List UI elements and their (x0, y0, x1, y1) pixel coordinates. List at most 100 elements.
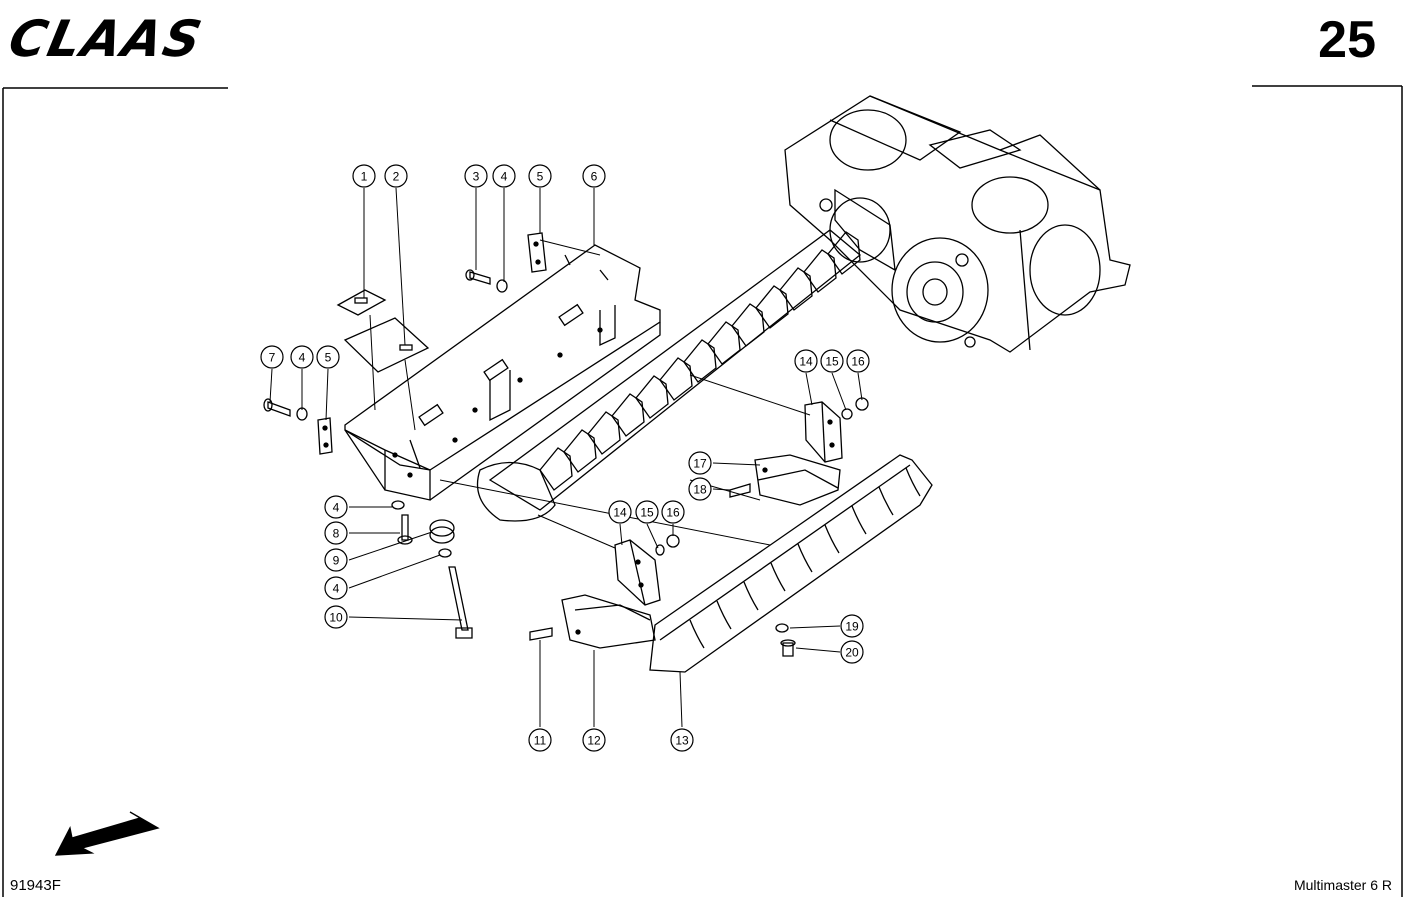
cover-rib (689, 619, 705, 649)
callout-circle (316, 345, 340, 369)
drawing-code: 91943F (10, 877, 61, 894)
callout-number: 17 (693, 457, 707, 471)
bracket-17 (729, 454, 841, 506)
callout-19: 15 (820, 349, 844, 373)
cover-rib (770, 562, 786, 592)
callout-number: 11 (534, 734, 547, 748)
callout-number: 4 (299, 351, 306, 365)
callout-circle (384, 164, 408, 188)
bracket-lower (614, 534, 680, 606)
callout-number: 9 (333, 554, 340, 568)
callout-circle (840, 614, 864, 638)
callout-15: 11 (528, 728, 552, 752)
callout-number: 12 (587, 734, 601, 748)
callout-number: 7 (269, 351, 276, 365)
callout-10: 4 (324, 495, 348, 519)
callout-number: 13 (675, 734, 689, 748)
auger-flight (539, 447, 573, 491)
callout-circle (688, 477, 712, 501)
trough-cover (649, 454, 933, 673)
callout-number: 16 (666, 506, 680, 520)
auger-flight (731, 303, 765, 347)
callout-25: 16 (661, 500, 685, 524)
callout-circle (820, 349, 844, 373)
callout-circle (846, 349, 870, 373)
model-name: Multimaster 6 R (1293, 877, 1392, 893)
auger-flight (683, 339, 717, 383)
callout-number: 3 (473, 170, 480, 184)
callout-circle (260, 345, 284, 369)
callout-4: 4 (492, 164, 516, 188)
cover-rib (716, 600, 732, 630)
top-fasteners (465, 232, 547, 293)
callout-number: 16 (851, 355, 865, 369)
support-beam (344, 244, 661, 501)
bracket-upper-right (804, 397, 869, 463)
auger-flight (563, 429, 597, 473)
callout-circle (582, 728, 606, 752)
shim-plates (336, 289, 430, 373)
left-fasteners (263, 398, 333, 455)
callout-1: 1 (352, 164, 376, 188)
callout-5: 5 (528, 164, 552, 188)
callout-23: 14 (608, 500, 632, 524)
callout-circle (661, 500, 685, 524)
callout-number: 4 (501, 170, 508, 184)
callout-circle (324, 495, 348, 519)
callout-circle (324, 576, 348, 600)
callout-27: 20 (840, 640, 864, 664)
callout-24: 15 (635, 500, 659, 524)
gearbox-housing (784, 95, 1131, 353)
bracket-12 (529, 594, 656, 649)
cover-rib (824, 524, 840, 554)
page-frame (2, 85, 1403, 897)
callout-17: 13 (670, 728, 694, 752)
callout-number: 15 (825, 355, 839, 369)
direction-arrow-icon (54, 811, 160, 856)
auger-flight (779, 267, 813, 311)
cover-rib (905, 467, 921, 497)
callout-number: 6 (591, 170, 598, 184)
callout-circle (840, 640, 864, 664)
callout-14: 10 (324, 605, 348, 629)
cover-rib (878, 486, 894, 516)
callout-number: 20 (845, 646, 859, 660)
callout-circle (324, 605, 348, 629)
callout-number: 5 (537, 170, 544, 184)
callout-number: 18 (693, 483, 707, 497)
callout-20: 16 (846, 349, 870, 373)
callout-circle (670, 728, 694, 752)
cover-rib (797, 543, 813, 573)
callout-circle (324, 548, 348, 572)
callout-circle (464, 164, 488, 188)
callout-circle (582, 164, 606, 188)
leader-lines (269, 187, 863, 728)
callout-18: 14 (794, 349, 818, 373)
callout-number: 15 (640, 506, 654, 520)
callout-circle (324, 521, 348, 545)
auger-flight (611, 393, 645, 437)
auger-flight (659, 357, 693, 401)
callout-circle (688, 451, 712, 475)
callout-number: 5 (325, 351, 332, 365)
callout-22: 18 (688, 477, 712, 501)
callout-circle (492, 164, 516, 188)
callout-number: 14 (799, 355, 813, 369)
fasteners-19-20 (775, 623, 796, 657)
callout-number: 10 (329, 611, 343, 625)
callout-number: 8 (333, 527, 340, 541)
auger-shaft (476, 229, 862, 522)
callout-11: 8 (324, 521, 348, 545)
auger-flight (803, 249, 837, 293)
callout-9: 5 (316, 345, 340, 369)
auger-flight (827, 231, 861, 275)
callout-circle (290, 345, 314, 369)
callout-2: 2 (384, 164, 408, 188)
callout-number: 4 (333, 501, 340, 515)
callout-8: 4 (290, 345, 314, 369)
auger-flight (707, 321, 741, 365)
callout-6: 6 (582, 164, 606, 188)
callout-number: 19 (845, 620, 859, 634)
